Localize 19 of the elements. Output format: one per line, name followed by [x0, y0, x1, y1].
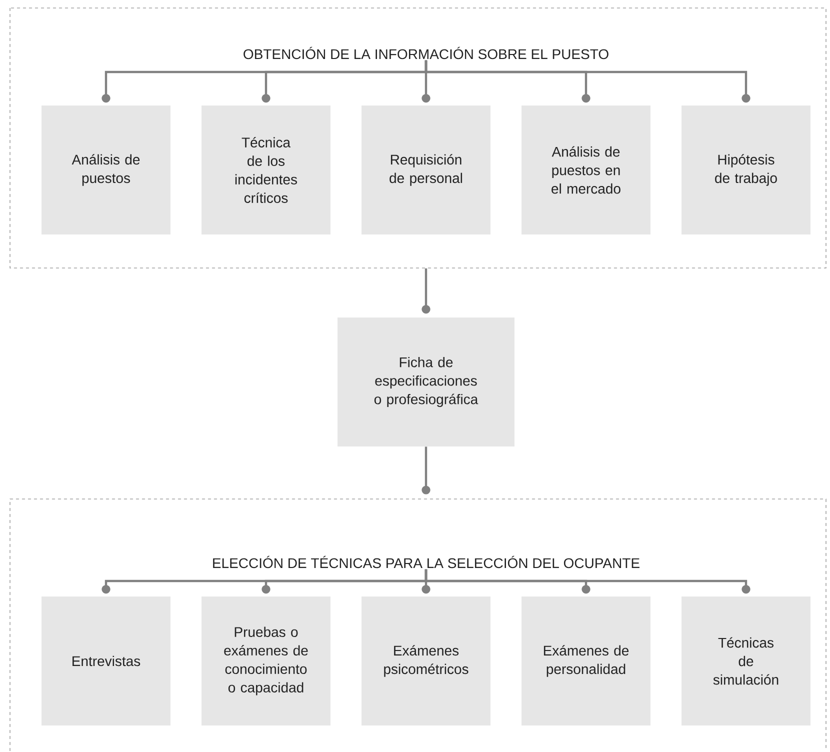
process-box: Exámenes de personalidad [522, 596, 650, 726]
process-box: Exámenes psicométricos [362, 596, 490, 726]
process-box: Técnicas de simulación [682, 596, 810, 726]
dashed-frame [10, 498, 826, 752]
connector [424, 569, 750, 594]
process-box: Técnica de los incidentes críticos [202, 106, 330, 234]
connector [422, 446, 430, 494]
group-heading: OBTENCIÓN DE LA INFORMACIÓN SOBRE EL PUESTO [244, 46, 608, 60]
group-heading: ELECCIÓN DE TÉCNICAS PARA LA SELECCIÓN DEL OCUPANTE [213, 556, 640, 568]
connector [424, 60, 750, 103]
connector [422, 268, 430, 314]
process-box: Hipótesis de trabajo [682, 106, 810, 234]
process-box: Ficha de especificaciones o profesiográfica [338, 318, 514, 446]
process-box: Análisis de puestos en el mercado [522, 106, 650, 234]
dashed-frame [10, 8, 826, 268]
process-box: Análisis de puestos [42, 106, 170, 234]
process-box: Entrevistas [42, 596, 170, 726]
process-box: Requisición de personal [362, 106, 490, 234]
process-box: Pruebas o exámenes de conocimiento o capacidad [202, 596, 330, 726]
